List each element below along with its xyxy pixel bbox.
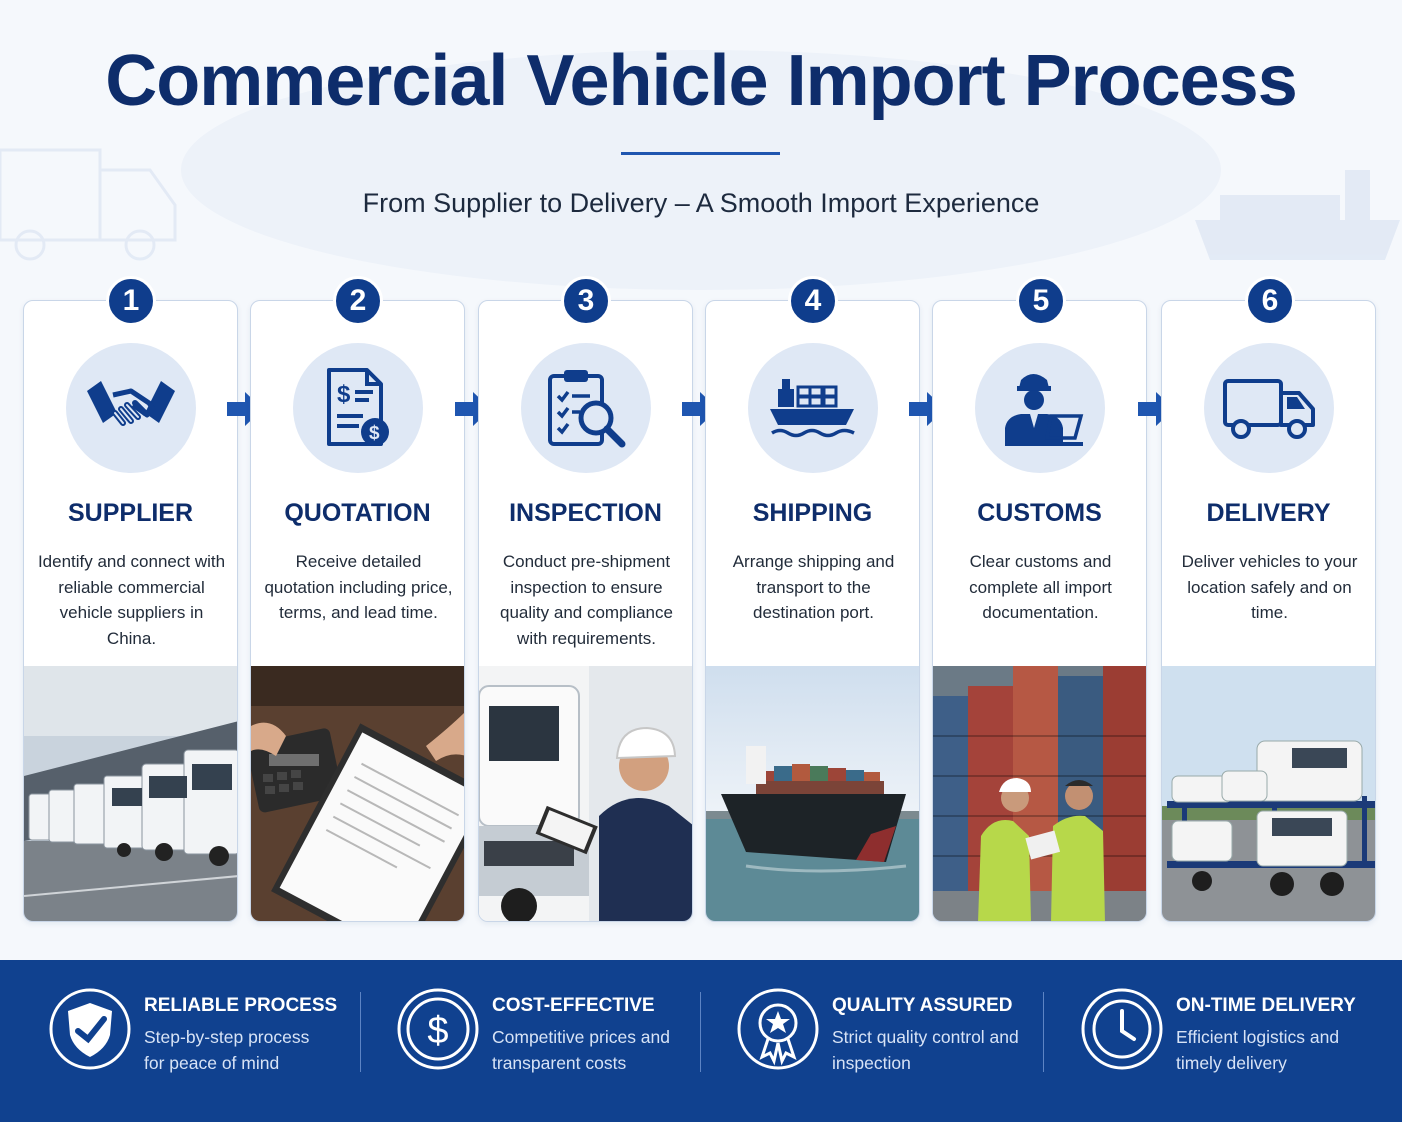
step-title: SHIPPING xyxy=(752,499,873,527)
step-title: SUPPLIER xyxy=(67,499,194,527)
svg-text:$: $ xyxy=(427,1010,448,1052)
feature-title: COST-EFFECTIVE xyxy=(492,995,655,1016)
features-banner: RELIABLE PROCESS Step-by-step process fo… xyxy=(0,960,1402,1122)
page-title: Commercial Vehicle Import Process xyxy=(105,41,1298,121)
step-card-inspection: INSPECTION Conduct pre-shipment inspecti… xyxy=(478,300,693,922)
feature-description: Efficient logistics and timely delivery xyxy=(1176,1027,1340,1073)
quality-badge-icon xyxy=(737,988,819,1070)
step-description: Identify and connect with reliable comme… xyxy=(37,552,226,648)
clock-icon xyxy=(1081,988,1163,1070)
step-card-delivery: DELIVERY Deliver vehicles to your locati… xyxy=(1161,300,1376,922)
svg-text:$: $ xyxy=(337,381,351,408)
dollar-coin-icon: $ xyxy=(397,988,479,1070)
step-number-badge: 6 xyxy=(1245,276,1295,326)
step-number-badge: 2 xyxy=(333,276,383,326)
step-title: INSPECTION xyxy=(509,499,662,527)
step-photo-car-carrier xyxy=(1162,666,1375,921)
svg-text:$: $ xyxy=(369,423,380,444)
feature-title: RELIABLE PROCESS xyxy=(144,995,338,1016)
step-card-supplier: SUPPLIER Identify and connect with relia… xyxy=(23,300,238,922)
step-description: Conduct pre-shipment inspection to ensur… xyxy=(500,552,673,648)
feature-divider xyxy=(1043,992,1044,1072)
page-subtitle: From Supplier to Delivery – A Smooth Imp… xyxy=(362,188,1040,218)
customs-officer-icon xyxy=(975,343,1105,473)
delivery-truck-icon xyxy=(1204,343,1334,473)
step-number-badge: 1 xyxy=(106,276,156,326)
step-title: DELIVERY xyxy=(1206,499,1331,527)
step-title: QUOTATION xyxy=(284,499,431,527)
step-description: Clear customs and complete all import do… xyxy=(969,552,1112,622)
feature-divider xyxy=(700,992,701,1072)
inspection-clipboard-icon xyxy=(521,343,651,473)
feature-divider xyxy=(360,992,361,1072)
step-title: CUSTOMS xyxy=(977,499,1102,527)
feature-title: ON-TIME DELIVERY xyxy=(1176,995,1356,1016)
cargo-ship-icon xyxy=(748,343,878,473)
step-description: Deliver vehicles to your location safely… xyxy=(1181,552,1358,622)
step-photo-customs-officers xyxy=(933,666,1146,921)
step-description: Arrange shipping and transport to the de… xyxy=(732,552,895,622)
feature-title: QUALITY ASSURED xyxy=(832,995,1013,1016)
step-card-customs: CUSTOMS Clear customs and complete all i… xyxy=(932,300,1147,922)
shield-check-icon xyxy=(49,988,131,1070)
title-divider xyxy=(621,152,780,155)
step-card-shipping: SHIPPING Arrange shipping and transport … xyxy=(705,300,920,922)
feature-description: Step-by-step process for peace of mind xyxy=(144,1027,310,1073)
step-number-badge: 3 xyxy=(561,276,611,326)
quotation-document-icon: $ $ xyxy=(293,343,423,473)
step-photo-quotation-paperwork xyxy=(251,666,464,921)
step-card-quotation: $ $ QUOTATION Receive detailed quotation… xyxy=(250,300,465,922)
step-description: Receive detailed quotation including pri… xyxy=(264,552,453,622)
handshake-icon xyxy=(66,343,196,473)
feature-description: Competitive prices and transparent costs xyxy=(492,1027,670,1073)
step-number-badge: 5 xyxy=(1016,276,1066,326)
step-photo-truck-fleet xyxy=(24,666,237,921)
step-number-badge: 4 xyxy=(788,276,838,326)
step-photo-container-ship xyxy=(706,666,919,921)
feature-description: Strict quality control and inspection xyxy=(832,1027,1019,1073)
step-photo-inspector xyxy=(479,666,692,921)
